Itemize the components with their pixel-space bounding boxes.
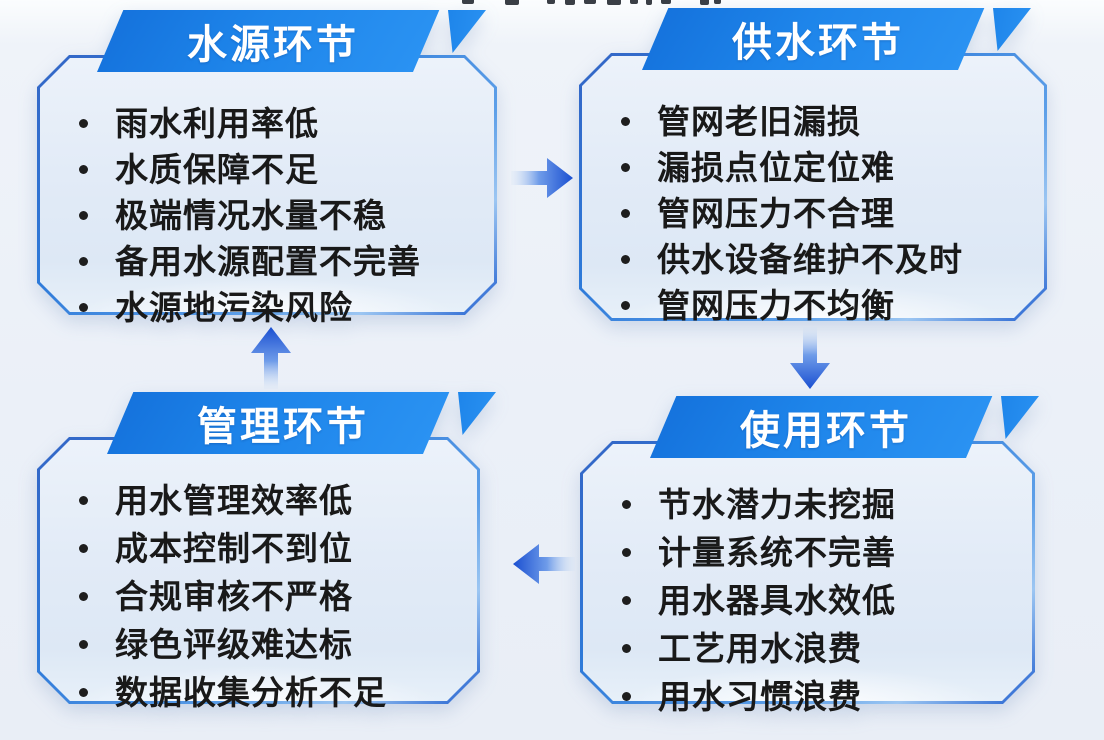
bullet-dot-icon bbox=[79, 639, 88, 649]
bullet-dot-icon bbox=[79, 256, 88, 266]
item-label: 数据收集分析不足 bbox=[115, 673, 387, 711]
bullet-dot-icon bbox=[79, 543, 88, 553]
list-item: 水源地污染风险 bbox=[73, 284, 497, 330]
item-label: 极端情况水量不稳 bbox=[115, 196, 387, 234]
list-item: 计量系统不完善 bbox=[616, 528, 1035, 576]
list-item: 管网压力不合理 bbox=[615, 190, 1047, 236]
banner-tip bbox=[458, 392, 496, 435]
node-banner: 使用环节 bbox=[650, 396, 1042, 458]
item-label: 水质保障不足 bbox=[115, 150, 319, 188]
issue-list: 雨水利用率低 水质保障不足 极端情况水量不稳 备用水源配置不完善 水源地污染风险 bbox=[37, 72, 497, 324]
item-label: 用水管理效率低 bbox=[115, 481, 353, 519]
bullet-dot-icon bbox=[79, 687, 88, 697]
list-item: 供水设备维护不及时 bbox=[615, 236, 1047, 282]
node-fill bbox=[40, 58, 494, 312]
node-border bbox=[37, 55, 497, 315]
arrow-up-icon bbox=[251, 327, 291, 389]
node-banner: 水源环节 bbox=[97, 10, 489, 72]
item-label: 工艺用水浪费 bbox=[658, 629, 862, 667]
item-label: 用水习惯浪费 bbox=[658, 677, 862, 715]
item-label: 用水器具水效低 bbox=[658, 581, 896, 619]
bullet-dot-icon bbox=[79, 591, 88, 601]
list-item: 管网压力不均衡 bbox=[615, 282, 1047, 328]
list-item: 水质保障不足 bbox=[73, 146, 497, 192]
item-label: 管网压力不合理 bbox=[657, 194, 895, 232]
node-title: 水源环节 bbox=[187, 23, 359, 67]
node-fill bbox=[40, 440, 477, 701]
arrow-left-icon bbox=[513, 544, 575, 584]
list-item: 漏损点位定位难 bbox=[615, 144, 1047, 190]
list-item: 极端情况水量不稳 bbox=[73, 192, 497, 238]
list-item: 用水器具水效低 bbox=[616, 576, 1035, 624]
node-banner: 管理环节 bbox=[107, 392, 499, 454]
bullet-dot-icon bbox=[622, 643, 631, 653]
list-item: 数据收集分析不足 bbox=[73, 668, 480, 716]
node-title: 使用环节 bbox=[740, 409, 912, 453]
item-label: 成本控制不到位 bbox=[115, 529, 353, 567]
node-usage: 使用环节 节水潜力未挖掘 计量系统不完善 用水器具水效低 工艺用水浪费 用水习惯… bbox=[580, 396, 1039, 713]
issue-list: 节水潜力未挖掘 计量系统不完善 用水器具水效低 工艺用水浪费 用水习惯浪费 bbox=[580, 458, 1035, 713]
bullet-dot-icon bbox=[622, 499, 631, 509]
node-banner: 供水环节 bbox=[642, 8, 1034, 70]
arrow-down-icon bbox=[790, 327, 830, 389]
bullet-dot-icon bbox=[79, 210, 88, 220]
clipped-title-fragment bbox=[0, 0, 1104, 8]
node-fill bbox=[582, 56, 1044, 318]
banner-tip bbox=[1001, 396, 1039, 439]
bullet-dot-icon bbox=[621, 300, 630, 310]
item-label: 绿色评级难达标 bbox=[115, 625, 353, 663]
item-label: 合规审核不严格 bbox=[115, 577, 353, 615]
list-item: 雨水利用率低 bbox=[73, 100, 497, 146]
node-border bbox=[37, 437, 480, 704]
node-water-source: 水源环节 雨水利用率低 水质保障不足 极端情况水量不稳 备用水源配置不完善 水源… bbox=[37, 10, 497, 324]
item-label: 漏损点位定位难 bbox=[657, 148, 895, 186]
node-border bbox=[580, 441, 1035, 704]
bullet-dot-icon bbox=[621, 254, 630, 264]
item-label: 雨水利用率低 bbox=[115, 104, 319, 142]
bullet-dot-icon bbox=[79, 302, 88, 312]
bullet-dot-icon bbox=[621, 208, 630, 218]
list-item: 备用水源配置不完善 bbox=[73, 238, 497, 284]
item-label: 供水设备维护不及时 bbox=[657, 240, 963, 278]
list-item: 管网老旧漏损 bbox=[615, 98, 1047, 144]
list-item: 用水习惯浪费 bbox=[616, 672, 1035, 720]
bullet-dot-icon bbox=[622, 595, 631, 605]
list-item: 成本控制不到位 bbox=[73, 524, 480, 572]
list-item: 用水管理效率低 bbox=[73, 476, 480, 524]
node-border bbox=[579, 53, 1047, 321]
node-management: 管理环节 用水管理效率低 成本控制不到位 合规审核不严格 绿色评级难达标 数据收… bbox=[37, 392, 496, 709]
node-water-supply: 供水环节 管网老旧漏损 漏损点位定位难 管网压力不合理 供水设备维护不及时 管网… bbox=[579, 8, 1047, 322]
node-title: 管理环节 bbox=[197, 405, 369, 449]
bullet-dot-icon bbox=[622, 547, 631, 557]
node-title: 供水环节 bbox=[732, 21, 904, 65]
item-label: 管网老旧漏损 bbox=[657, 102, 861, 140]
item-label: 水源地污染风险 bbox=[115, 288, 353, 326]
bullet-dot-icon bbox=[79, 118, 88, 128]
banner-tip bbox=[993, 8, 1031, 51]
bullet-dot-icon bbox=[79, 164, 88, 174]
item-label: 备用水源配置不完善 bbox=[115, 242, 421, 280]
item-label: 计量系统不完善 bbox=[658, 533, 896, 571]
arrow-right-icon bbox=[511, 158, 573, 198]
list-item: 节水潜力未挖掘 bbox=[616, 480, 1035, 528]
issue-list: 管网老旧漏损 漏损点位定位难 管网压力不合理 供水设备维护不及时 管网压力不均衡 bbox=[579, 70, 1047, 322]
node-fill bbox=[583, 444, 1032, 701]
item-label: 节水潜力未挖掘 bbox=[658, 485, 896, 523]
bullet-dot-icon bbox=[79, 495, 88, 505]
bullet-dot-icon bbox=[621, 116, 630, 126]
item-label: 管网压力不均衡 bbox=[657, 286, 895, 324]
banner-tip bbox=[448, 10, 486, 53]
bullet-dot-icon bbox=[621, 162, 630, 172]
list-item: 绿色评级难达标 bbox=[73, 620, 480, 668]
bullet-dot-icon bbox=[622, 691, 631, 701]
list-item: 工艺用水浪费 bbox=[616, 624, 1035, 672]
list-item: 合规审核不严格 bbox=[73, 572, 480, 620]
issue-list: 用水管理效率低 成本控制不到位 合规审核不严格 绿色评级难达标 数据收集分析不足 bbox=[37, 454, 480, 709]
